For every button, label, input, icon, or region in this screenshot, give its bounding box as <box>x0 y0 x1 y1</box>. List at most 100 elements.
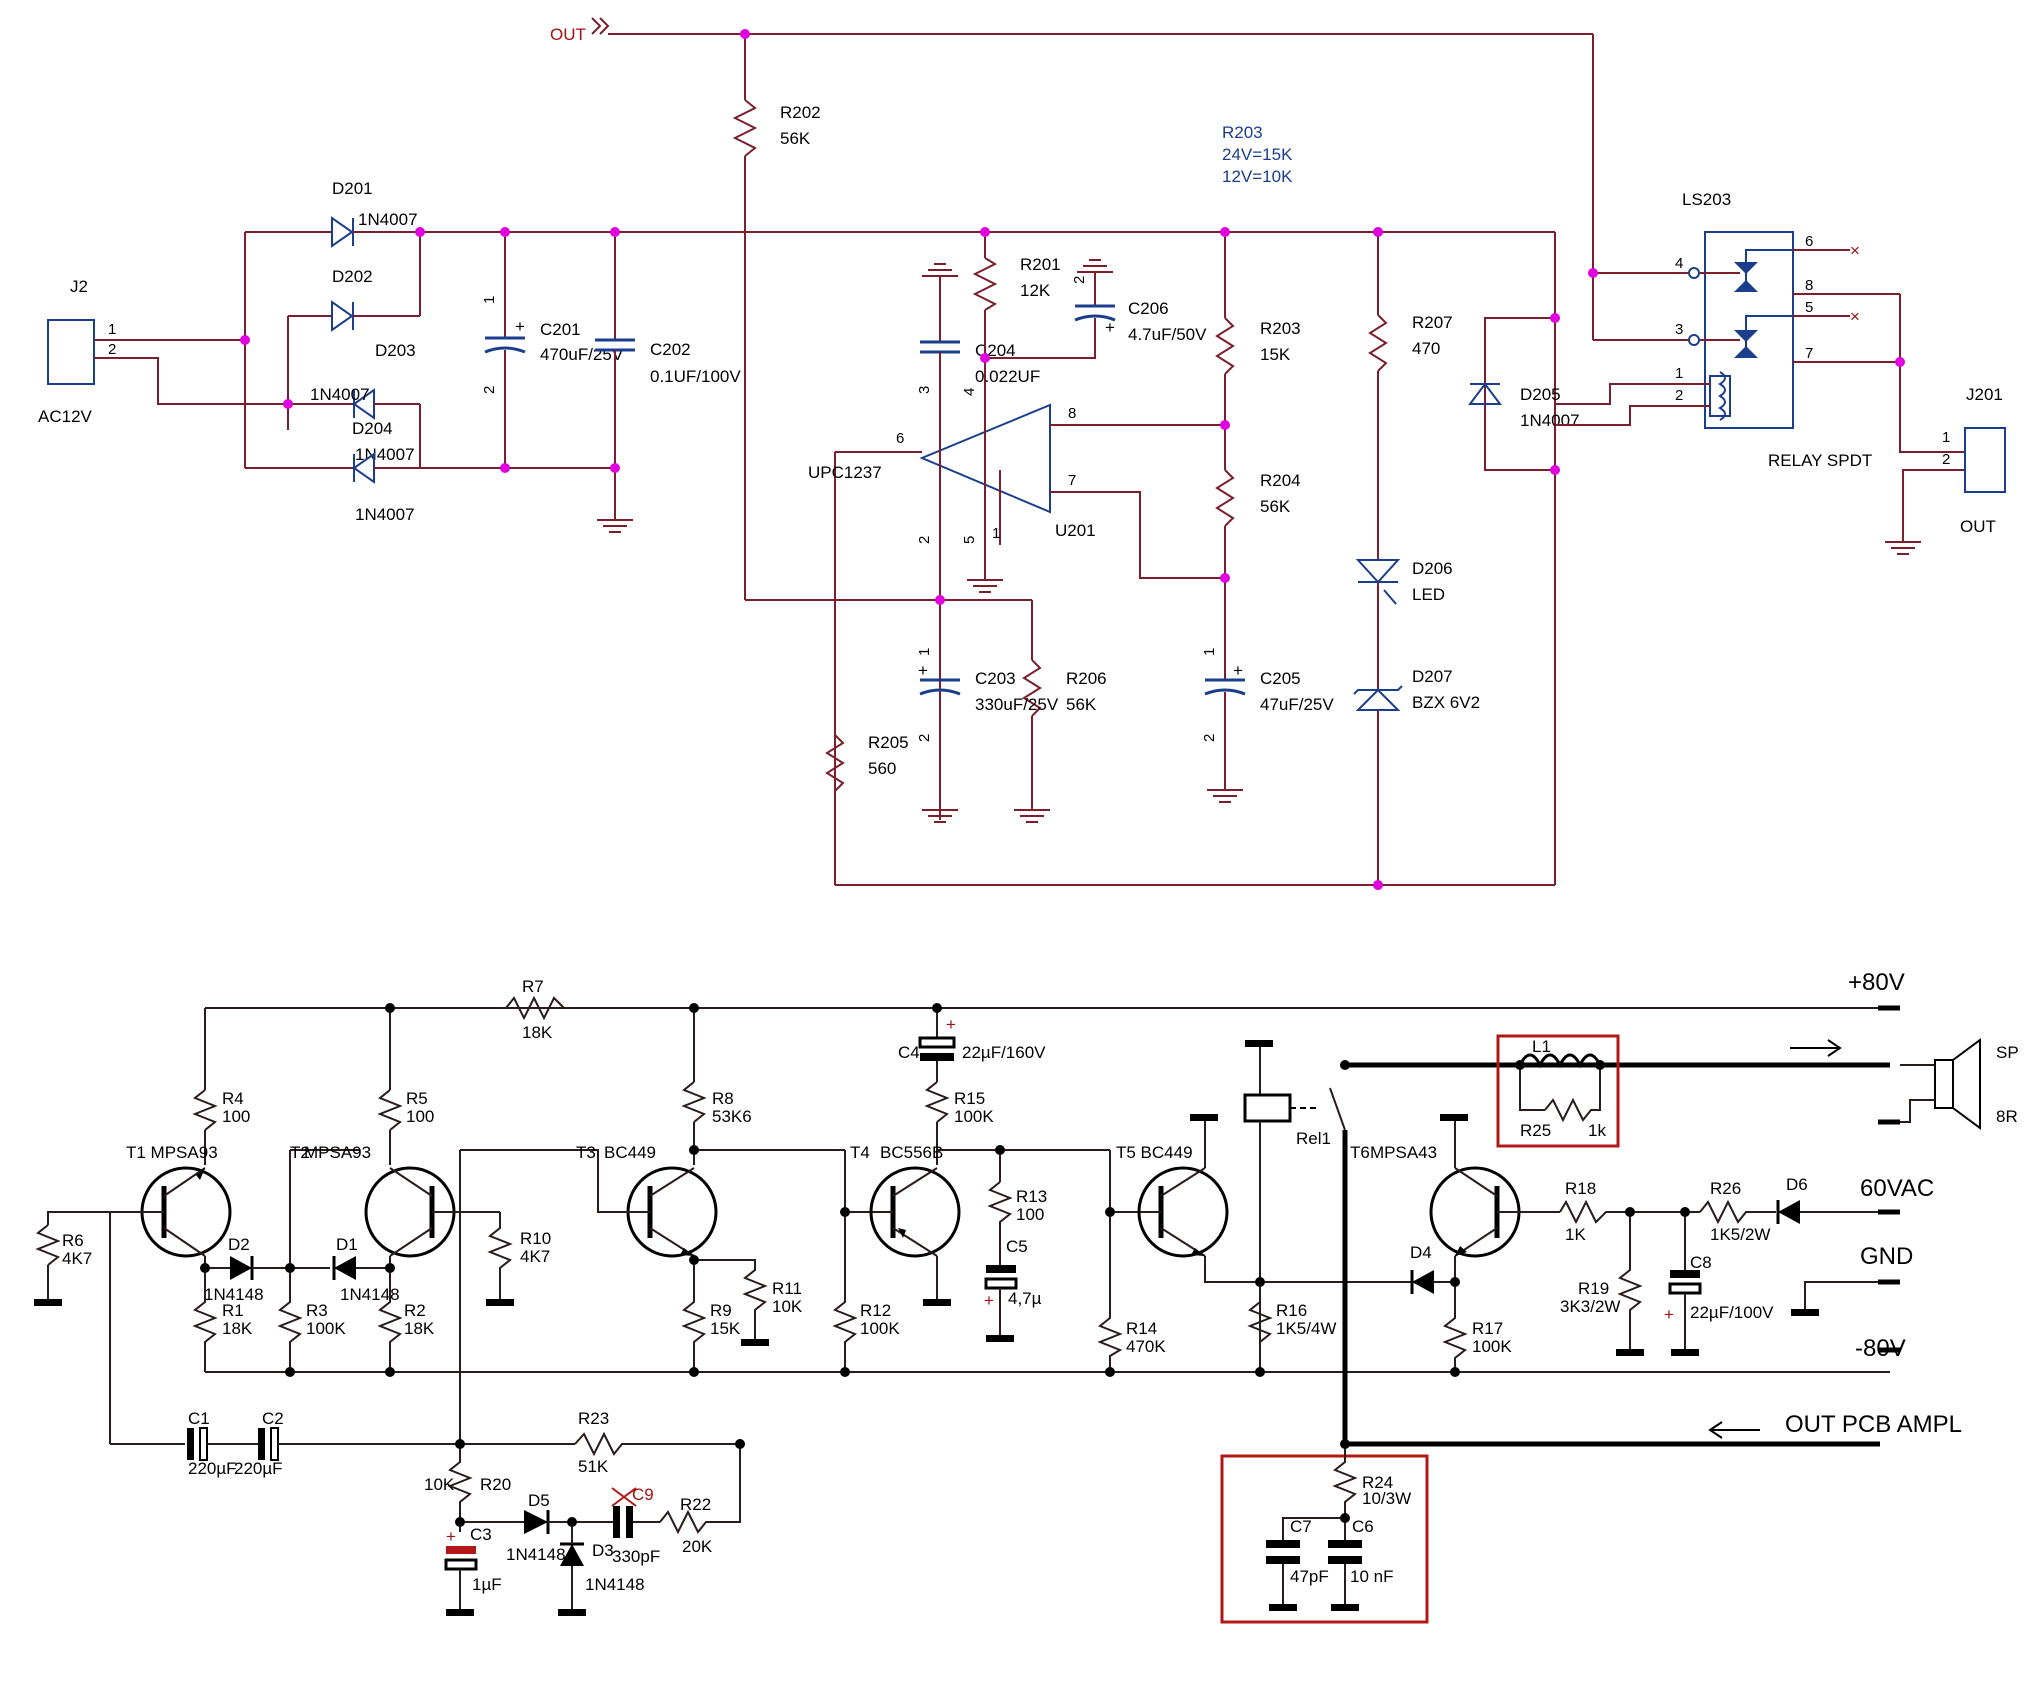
r202-value: 56K <box>780 129 811 148</box>
r15-value: 100K <box>954 1107 994 1126</box>
j201-pin2: 2 <box>1942 451 1950 468</box>
c6-ref: C6 <box>1352 1517 1374 1536</box>
d206-ref: D206 <box>1412 559 1453 578</box>
r8-ref: R8 <box>712 1089 734 1108</box>
r17-ref: R17 <box>1472 1319 1503 1338</box>
r17-value: 100K <box>1472 1337 1512 1356</box>
d4-ref: D4 <box>1410 1243 1432 1262</box>
svg-text:+: + <box>1664 1305 1674 1324</box>
r9-ref: R9 <box>710 1301 732 1320</box>
j2-connector <box>47 319 95 385</box>
r203-note-line1: 24V=15K <box>1222 145 1293 164</box>
ls203-value: RELAY SPDT <box>1768 451 1872 470</box>
gnd-label: GND <box>1860 1243 1913 1270</box>
t3-ref: T3 <box>576 1143 596 1162</box>
d204-value: 1N4007 <box>355 445 415 464</box>
c9-ref: C9 <box>632 1485 654 1504</box>
r203-note-ref: R203 <box>1222 123 1263 142</box>
d1-value: 1N4148 <box>340 1285 400 1304</box>
power-supply-schematic: OUT R202 56K R203 24V=15K 12V=10K J2 AC1… <box>38 17 2006 890</box>
out-pcb-label: OUT PCB AMPL <box>1785 1411 1962 1438</box>
speaker-ref: SP <box>1996 1043 2019 1062</box>
t4-value: BC556B <box>880 1143 943 1162</box>
c204-pin3: 3 <box>916 386 933 394</box>
u201-value: UPC1237 <box>808 463 882 482</box>
r20-ref: R20 <box>480 1475 511 1494</box>
snubber-highlight-box <box>1220 1454 1429 1624</box>
out-flag-label: OUT <box>550 25 586 44</box>
d5-ref: D5 <box>528 1491 550 1510</box>
svg-text:+: + <box>946 1015 956 1034</box>
c202-ref: C202 <box>650 340 691 359</box>
j201-connector <box>1964 427 2006 493</box>
ls203-pin2: 2 <box>1675 387 1683 404</box>
c201-ref: C201 <box>540 320 581 339</box>
d2-ref: D2 <box>228 1235 250 1254</box>
r20-value: 10K <box>424 1475 455 1494</box>
c203-value: 330uF/25V <box>975 695 1059 714</box>
c206-pin2: 2 <box>1071 276 1088 284</box>
ls203-pin7: 7 <box>1805 345 1813 362</box>
amplifier-protection-schematic: +80V -80V R7 18K R4 100 T1 MPSA93 R6 4K7… <box>34 969 2019 1624</box>
u201-ref: U201 <box>1055 521 1096 540</box>
r12-ref: R12 <box>860 1301 891 1320</box>
rel1-ref: Rel1 <box>1296 1129 1331 1148</box>
r18-value: 1K <box>1565 1225 1586 1244</box>
ls203-pin3: 3 <box>1675 321 1683 338</box>
ac60-label: 60VAC <box>1860 1175 1934 1202</box>
j2-value: AC12V <box>38 407 93 426</box>
r5-ref: R5 <box>406 1089 428 1108</box>
r201-value: 12K <box>1020 281 1051 300</box>
t1-ref: T1 MPSA93 <box>126 1143 218 1162</box>
r11-ref: R11 <box>772 1279 802 1298</box>
u201-pin2: 2 <box>916 536 933 544</box>
r203-ref: R203 <box>1260 319 1301 338</box>
t5-transistor <box>1137 1166 1229 1258</box>
t4-transistor <box>869 1166 961 1258</box>
d206-value: LED <box>1412 585 1445 604</box>
r1-value: 18K <box>222 1319 253 1338</box>
r6-ref: R6 <box>62 1231 84 1250</box>
c204-pin4: 4 <box>961 388 978 396</box>
l1-highlight-box <box>1496 1034 1620 1148</box>
r16-ref: R16 <box>1276 1301 1307 1320</box>
r4-ref: R4 <box>222 1089 244 1108</box>
r10-ref: R10 <box>520 1229 551 1248</box>
t2-value: MPSA93 <box>304 1143 371 1162</box>
r204-value: 56K <box>1260 497 1291 516</box>
d1-diode-icon <box>334 1256 356 1280</box>
svg-text:×: × <box>1850 241 1860 260</box>
d201-ref: D201 <box>332 179 373 198</box>
ls203-relay <box>1704 231 1794 429</box>
r13-ref: R13 <box>1016 1187 1047 1206</box>
svg-text:+: + <box>918 661 928 680</box>
r25-ref: R25 <box>1520 1121 1551 1140</box>
j2-pin2: 2 <box>108 341 116 358</box>
r26-ref: R26 <box>1710 1179 1741 1198</box>
u201-pin8: 8 <box>1068 405 1076 422</box>
c205-ref: C205 <box>1260 669 1301 688</box>
d204-ref: D204 <box>352 419 393 438</box>
ls203-pin5: 5 <box>1805 299 1813 316</box>
l1-ref: L1 <box>1532 1037 1551 1056</box>
j2-pin1: 1 <box>108 321 116 338</box>
r206-ref: R206 <box>1066 669 1107 688</box>
d205-ref: D205 <box>1520 385 1561 404</box>
c9-value: 330pF <box>612 1547 660 1566</box>
j2-ref: J2 <box>70 277 88 296</box>
c205-value: 47uF/25V <box>1260 695 1334 714</box>
d4-diode-icon <box>1412 1270 1434 1294</box>
svg-text:+: + <box>1233 661 1243 680</box>
t2-ref: T2 <box>290 1143 310 1162</box>
ls203-pin8: 8 <box>1805 277 1813 294</box>
d202-diode-icon <box>331 300 354 332</box>
c6-value: 10 nF <box>1350 1567 1393 1586</box>
u201-pin5: 5 <box>961 536 978 544</box>
t3-value: BC449 <box>604 1143 656 1162</box>
top-junction-dots <box>240 29 1905 890</box>
c2-value: 220µF <box>234 1459 283 1478</box>
d207-zener-icon <box>1355 688 1401 711</box>
c5-value: 4,7µ <box>1008 1289 1042 1308</box>
c8-ref: C8 <box>1690 1253 1712 1272</box>
u201-pin1: 1 <box>992 525 1000 542</box>
